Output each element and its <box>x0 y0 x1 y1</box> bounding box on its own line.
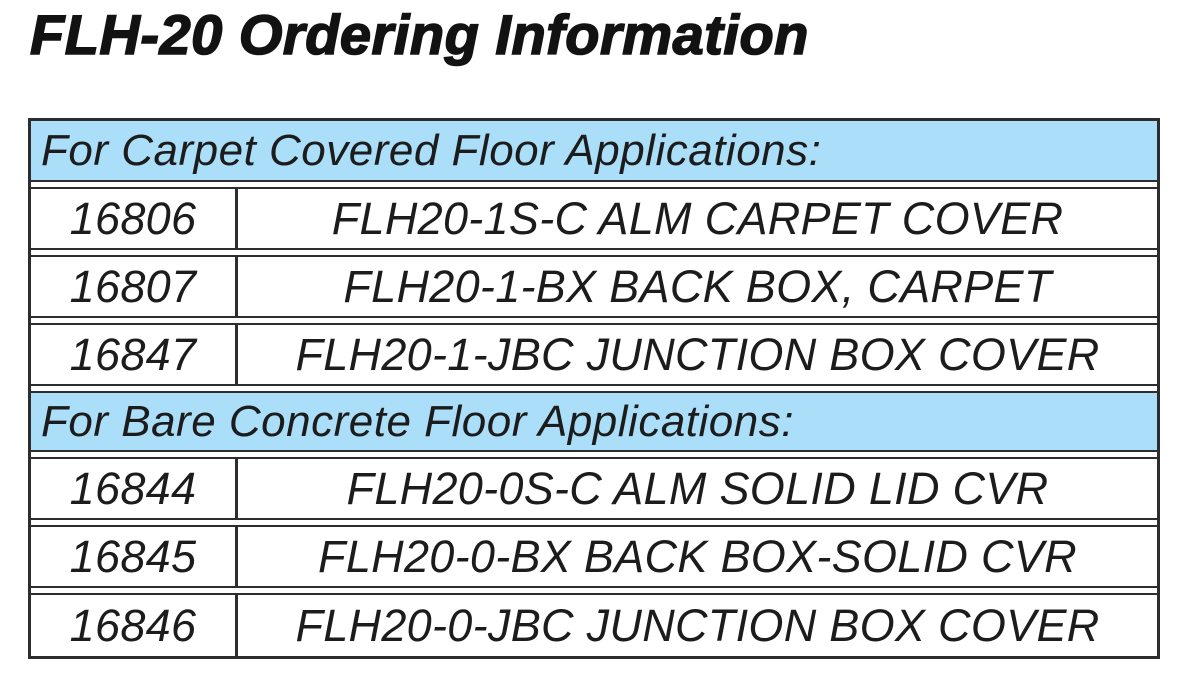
table-row: 16844 FLH20-0S-C ALM SOLID LID CVR <box>31 457 1157 520</box>
description-cell: FLH20-0-JBC JUNCTION BOX COVER <box>295 599 1100 651</box>
description-cell: FLH20-0-BX BACK BOX-SOLID CVR <box>318 530 1077 582</box>
section-header: For Carpet Covered Floor Applications: <box>31 121 1157 182</box>
description-cell: FLH20-1-BX BACK BOX, CARPET <box>343 260 1052 312</box>
section-header-label: For Carpet Covered Floor Applications: <box>41 125 822 175</box>
description-cell: FLH20-0S-C ALM SOLID LID CVR <box>346 462 1049 514</box>
table-row: 16806 FLH20-1S-C ALM CARPET COVER <box>31 187 1157 250</box>
table-row: 16847 FLH20-1-JBC JUNCTION BOX COVER <box>31 323 1157 386</box>
table-row: 16807 FLH20-1-BX BACK BOX, CARPET <box>31 255 1157 318</box>
part-number-cell: 16845 <box>31 527 238 586</box>
table-row: 16845 FLH20-0-BX BACK BOX-SOLID CVR <box>31 525 1157 588</box>
page-title: FLH-20 Ordering Information <box>29 3 809 66</box>
ordering-table: For Carpet Covered Floor Applications: 1… <box>28 118 1160 659</box>
section-header: For Bare Concrete Floor Applications: <box>31 391 1157 452</box>
description-cell: FLH20-1S-C ALM CARPET COVER <box>331 192 1064 244</box>
part-number-cell: 16807 <box>31 257 238 316</box>
part-number-cell: 16846 <box>31 595 238 656</box>
part-number-cell: 16847 <box>31 325 238 384</box>
part-number-cell: 16806 <box>31 189 238 248</box>
part-number-cell: 16844 <box>31 459 238 518</box>
table-row: 16846 FLH20-0-JBC JUNCTION BOX COVER <box>31 593 1157 656</box>
section-header-label: For Bare Concrete Floor Applications: <box>41 396 794 446</box>
description-cell: FLH20-1-JBC JUNCTION BOX COVER <box>295 328 1100 380</box>
